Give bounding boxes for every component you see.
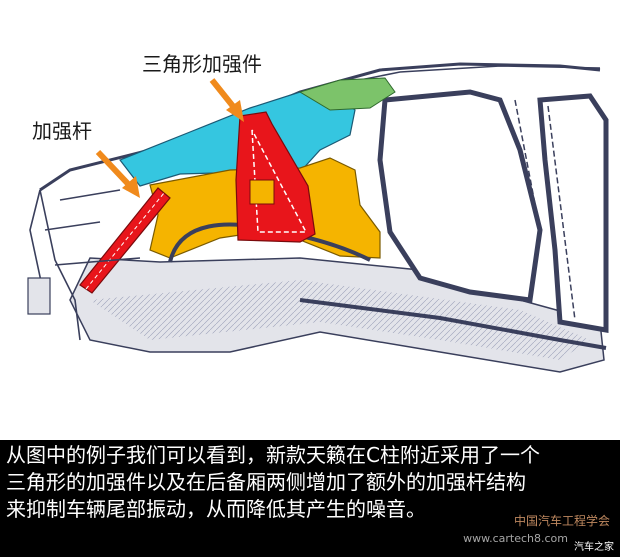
watermark-brand: 汽车之家	[574, 542, 614, 553]
pillar-inner-line	[514, 99, 576, 321]
car-body-diagram: 三角形加强件 加强杆	[27, 52, 609, 373]
rocker-sill	[299, 298, 607, 350]
caption-line-2: 三角形的加强件以及在后备厢两侧增加了额外的加强杆结构	[6, 470, 526, 494]
caption-line-1: 从图中的例子我们可以看到，新款天籁在C柱附近采用了一个	[6, 443, 540, 467]
triangle-reinforcement	[235, 111, 316, 243]
underbody-hatching	[90, 280, 590, 360]
tail-light-mount	[27, 277, 51, 315]
body-structure-illustration	[27, 62, 609, 373]
watermark-site-name: 中国汽车工程学会	[513, 514, 610, 528]
roof-joint-panel	[298, 77, 396, 111]
triangle-reinforcement-label: 三角形加强件	[142, 52, 262, 76]
reinforcement-rod	[79, 187, 171, 294]
caption-panel: 从图中的例子我们可以看到，新款天籁在C柱附近采用了一个 三角形的加强件以及在后备…	[0, 440, 620, 557]
front-door-opening	[537, 93, 609, 333]
reinforcement-cutout	[249, 179, 275, 205]
triangle-callout-arrow	[209, 78, 244, 122]
c-pillar-inner-panel	[119, 89, 356, 187]
rod-callout-arrow	[95, 149, 140, 198]
caption-line-3: 来抑制车辆尾部振动，从而降低其产生的噪音。	[6, 497, 426, 521]
trunk-side-frame	[29, 189, 141, 341]
rear-door-opening	[377, 89, 543, 303]
watermark-url: www.cartech8.com	[463, 532, 568, 545]
reinforcement-rod-label: 加强杆	[32, 119, 92, 143]
